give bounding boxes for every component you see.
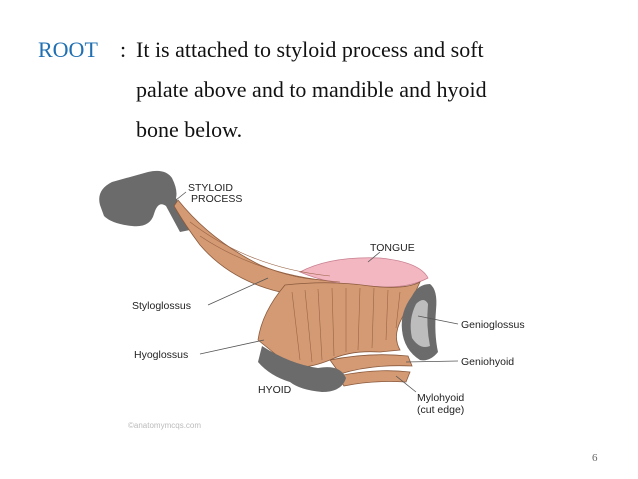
hyoid-bone: [258, 346, 346, 392]
description-line-3: bone below.: [136, 117, 243, 142]
muscle-fibres: [189, 221, 401, 363]
styloid-label-1: STYLOID: [188, 182, 233, 194]
root-colon: :: [120, 37, 127, 62]
geniohyoid-label: Geniohyoid: [461, 356, 514, 368]
root-label: ROOT: [38, 37, 98, 62]
mylohyoid-label-1: Mylohyoid: [417, 392, 464, 404]
hyoid-label: HYOID: [258, 384, 292, 396]
watermark: ©anatomymcqs.com: [128, 421, 201, 430]
tongue-label: TONGUE: [370, 242, 415, 254]
geniohyoid-muscle: [329, 354, 413, 375]
styloid-label-2: PROCESS: [191, 193, 242, 205]
description-line-1: It is attached to styloid process and so…: [136, 37, 484, 62]
mylohyoid-label-2: (cut edge): [417, 404, 464, 416]
description-line-2: palate above and to mandible and hyoid: [136, 77, 487, 102]
hyoglossus-label: Hyoglossus: [134, 349, 188, 361]
hyoglossus-muscle: [257, 281, 421, 368]
genioglossus-label: Genioglossus: [461, 319, 525, 331]
styloglossus-label: Styloglossus: [132, 300, 191, 312]
page-number: 6: [592, 452, 598, 464]
styloid-bone: [99, 170, 190, 232]
